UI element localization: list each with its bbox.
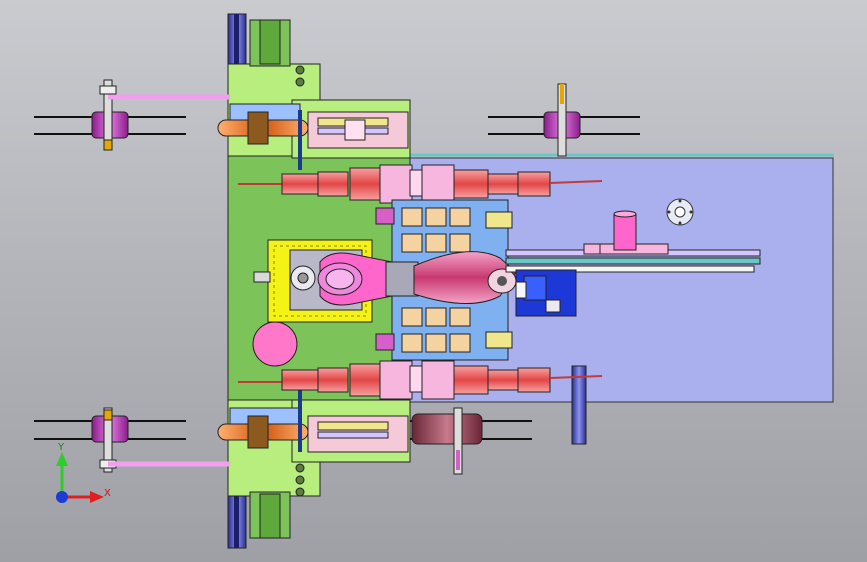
pink-disc: [252, 321, 298, 367]
roller-top-left: [34, 79, 230, 151]
top-cylinders: [238, 164, 603, 204]
roller-bottom-right: [410, 407, 532, 475]
axis-y-label: Y: [57, 442, 65, 453]
guide-rods: [505, 210, 761, 273]
center-arm: [317, 251, 517, 306]
lower-drive-block: [217, 390, 411, 463]
upper-drive-block: [217, 99, 411, 170]
axis-triad-icon: Y X: [56, 442, 111, 503]
axis-x-label: X: [104, 488, 111, 499]
servo-block: [515, 269, 577, 317]
side-post: [571, 365, 587, 445]
roller-top-right: [488, 83, 640, 157]
bottom-cylinders: [238, 360, 603, 400]
bottom-rail: [227, 489, 247, 549]
roller-bottom-left: [34, 407, 230, 473]
